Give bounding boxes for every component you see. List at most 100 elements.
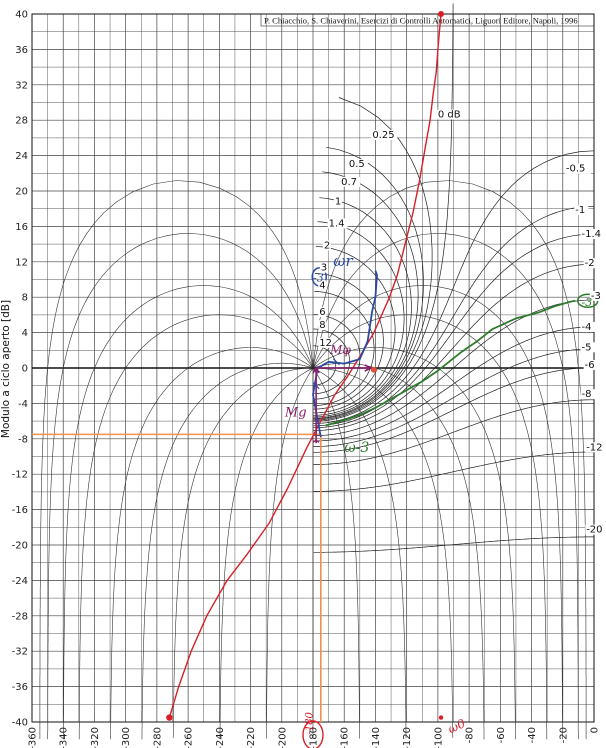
contour-label-bg — [564, 163, 591, 174]
contour-label-bg — [371, 129, 398, 140]
m-n-contours — [39, 3, 595, 740]
contour-label: -2 — [585, 258, 595, 269]
contour-label-bg — [580, 321, 595, 332]
m-contour — [313, 197, 412, 418]
contour-label-bg — [322, 240, 331, 251]
x-tick-label: -120 — [402, 727, 413, 748]
crossing-dot — [370, 366, 377, 373]
x-tick-label: -20 — [558, 727, 569, 743]
y-tick-label: -20 — [12, 541, 28, 552]
y-tick-label: -32 — [12, 647, 28, 658]
x-tick-label: -220 — [246, 727, 257, 748]
contour-label: 1.4 — [329, 218, 345, 229]
contour-label-bg — [319, 262, 328, 273]
y-axis-label: Modulo a ciclo aperto [dB] — [0, 300, 12, 438]
contour-label-bg — [318, 337, 333, 348]
tick-labels: -360-340-320-300-280-260-240-220-200-180… — [12, 10, 601, 748]
contour-label: -3 — [591, 291, 601, 302]
contour-label-bg — [347, 159, 368, 170]
phase-margin-arrowhead — [364, 364, 372, 372]
x-tick-label: -60 — [496, 727, 507, 743]
annotation-label: ω0 — [446, 716, 468, 736]
blue-tick-0 — [312, 382, 320, 390]
contour-label: 0.25 — [372, 130, 394, 141]
contour-label: 1 — [335, 196, 341, 207]
x-tick-label: -280 — [152, 727, 163, 748]
contour-label: -1.4 — [582, 229, 602, 240]
annotation-label: ωr — [333, 252, 353, 270]
y-tick-label: 20 — [15, 187, 28, 198]
contour-label-bg — [318, 306, 327, 317]
y-tick-label: 32 — [15, 80, 28, 91]
gain-margin-tick — [312, 439, 320, 443]
annotation-label: -3 — [313, 271, 324, 284]
y-tick-label: 12 — [15, 257, 28, 268]
contour-label: -1 — [575, 205, 585, 216]
y-tick-label: -24 — [12, 576, 28, 587]
contour-label: -8 — [582, 389, 592, 400]
contour-label: 0.5 — [349, 159, 365, 170]
contour-label: -6 — [585, 360, 595, 371]
contour-label-bg — [574, 205, 589, 216]
contour-label: 0.7 — [341, 177, 357, 188]
contour-label: 12 — [319, 338, 332, 349]
contour-label-bg — [580, 229, 606, 240]
contour-label-bg — [580, 389, 595, 400]
x-tick-label: -360 — [28, 727, 39, 748]
contour-label: 6 — [319, 307, 325, 318]
x-tick-label: -240 — [215, 727, 226, 748]
series-line-2 — [325, 299, 576, 427]
contour-label: -4 — [582, 322, 592, 333]
y-tick-label: 0 — [22, 364, 28, 375]
x-tick-label: -100 — [433, 727, 444, 748]
handwritten-marks — [166, 11, 599, 748]
m-contour — [313, 451, 594, 492]
source-note: P. Chiacchio, S. Chiaverini, Esercizi di… — [260, 13, 595, 27]
y-tick-label: 8 — [22, 293, 28, 304]
n-contour — [266, 368, 313, 739]
contour-label: 2 — [324, 241, 330, 252]
annotation-label: ω-3 — [344, 440, 369, 456]
contour-labels: 0 dB0.250.50.711.42346812-0.5-1-1.4-2-3-… — [318, 109, 606, 536]
n-contour — [312, 180, 587, 740]
y-tick-label: 28 — [15, 116, 28, 127]
contour-label-bg — [583, 360, 598, 370]
reference-lines — [32, 433, 322, 722]
n-contour — [63, 285, 313, 740]
source-note-text: P. Chiacchio, S. Chiaverini, Esercizi di… — [264, 16, 578, 26]
y-tick-label: -28 — [12, 611, 28, 622]
n-contour — [219, 368, 313, 739]
n-contour — [313, 347, 516, 740]
contour-label: -5 — [582, 342, 592, 353]
series-line-0 — [168, 13, 442, 718]
contour-label: 3 — [321, 263, 327, 274]
contour-label-bg — [589, 290, 604, 301]
circle-mark-red — [302, 720, 324, 748]
contour-label-bg — [580, 342, 595, 353]
contour-label-bg — [583, 258, 598, 269]
contour-label-bg — [436, 109, 463, 120]
contour-label-bg — [585, 442, 606, 453]
contour-label: 0 dB — [438, 110, 461, 121]
x-tick-label: -160 — [340, 727, 351, 748]
contour-label: -12 — [586, 442, 602, 453]
y-tick-label: 16 — [15, 222, 28, 233]
y-tick-label: 40 — [15, 10, 28, 21]
y-tick-label: -36 — [12, 682, 28, 693]
x-tick-label: -40 — [527, 727, 538, 743]
n-contour — [47, 233, 314, 740]
y-tick-label: -4 — [18, 399, 28, 410]
n-contour — [39, 180, 314, 740]
blue-tick-1 — [332, 358, 340, 366]
n-contour — [313, 368, 407, 739]
contour-label-bg — [333, 196, 342, 207]
contour-label: 8 — [319, 320, 325, 331]
y-tick-label: -16 — [12, 505, 28, 516]
n-contour — [313, 362, 485, 740]
n-contour — [141, 362, 313, 740]
gain-margin-arrowhead — [312, 367, 320, 374]
x-tick-label: -300 — [121, 727, 132, 748]
contour-label: -20 — [586, 525, 602, 536]
y-tick-label: 4 — [22, 328, 28, 339]
